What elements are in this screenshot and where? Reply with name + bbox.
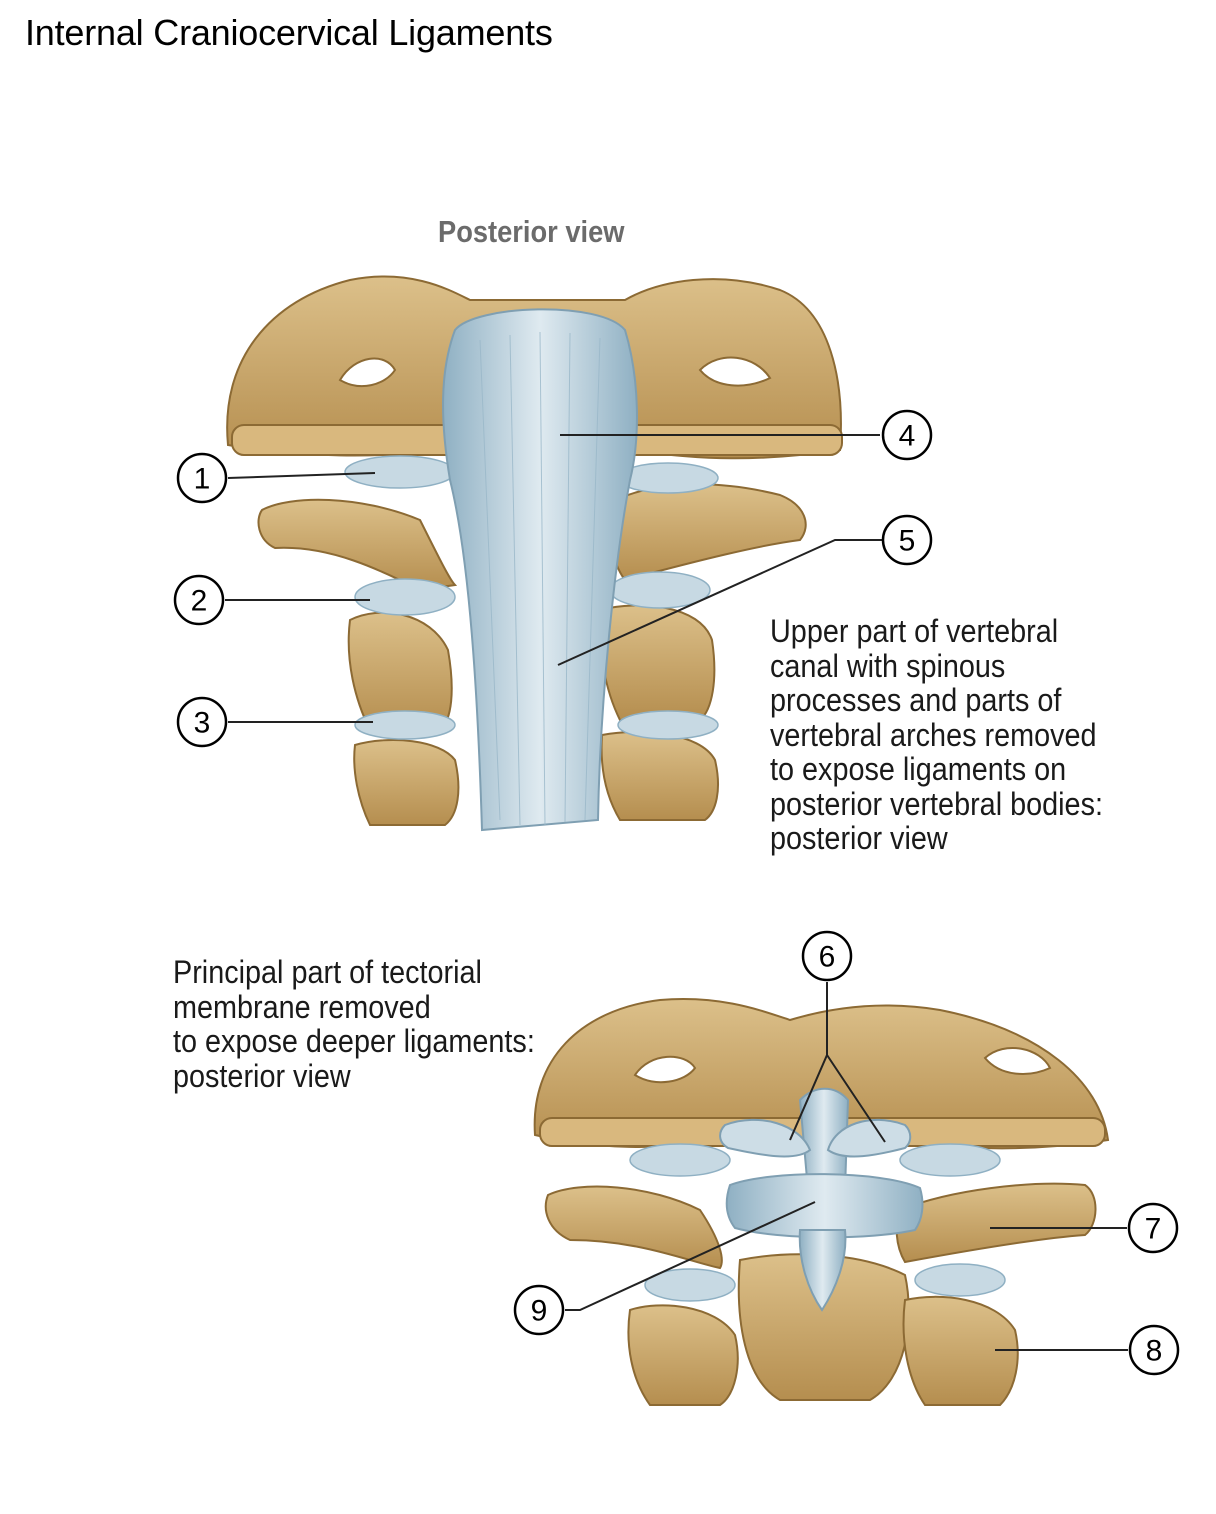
bottom-cruciate-ligament [725, 1087, 924, 1312]
bottom-vertebrae [544, 1182, 1097, 1406]
bottom-figure-caption: Principal part of tectorial membrane rem… [173, 954, 535, 1094]
top-left-vertebrae [257, 498, 460, 826]
svg-text:7: 7 [1145, 1213, 1162, 1246]
svg-text:3: 3 [194, 707, 211, 740]
leader-line-1 [227, 472, 376, 479]
svg-text:4: 4 [899, 420, 916, 453]
posterior-view-heading: Posterior view [438, 214, 625, 249]
leader-line-5 [557, 539, 882, 666]
leader-lines [225, 434, 1128, 1351]
callout-8: 8 [1128, 1324, 1180, 1376]
bottom-joint-capsules [629, 1143, 1006, 1302]
callout-5: 5 [881, 514, 933, 566]
svg-text:6: 6 [819, 941, 836, 974]
svg-text:1: 1 [194, 463, 211, 496]
callout-4: 4 [881, 409, 933, 461]
top-occipital-left-foramen [338, 357, 397, 388]
svg-text:2: 2 [191, 585, 208, 618]
top-joint-capsules [344, 455, 719, 740]
svg-text:8: 8 [1146, 1335, 1163, 1368]
leader-line-6b [826, 1054, 886, 1143]
callout-9: 9 [513, 1284, 565, 1336]
leader-line-9 [565, 1201, 816, 1311]
bottom-occipital-left-foramen [633, 1055, 697, 1084]
bottom-occipital-right-foramen [983, 1046, 1052, 1075]
top-figure-caption: Upper part of vertebral canal with spino… [770, 613, 1103, 856]
svg-text:5: 5 [899, 525, 916, 558]
top-anatomy-figure [226, 275, 843, 832]
page-title: Internal Craniocervical Ligaments [25, 12, 553, 53]
bottom-alar-ligaments [719, 1118, 912, 1158]
bottom-anatomy-figure [533, 998, 1110, 1406]
callout-7: 7 [1127, 1202, 1179, 1254]
top-right-vertebrae [598, 483, 807, 821]
callout-1: 1 [176, 452, 228, 504]
callout-3: 3 [176, 696, 228, 748]
callouts: 1 2 3 4 5 6 7 8 [173, 409, 1180, 1376]
top-occipital-right-foramen [698, 356, 772, 387]
callout-2: 2 [173, 574, 225, 626]
svg-text:9: 9 [531, 1295, 548, 1328]
top-ligament-fibers [479, 331, 601, 826]
callout-6: 6 [801, 930, 853, 982]
